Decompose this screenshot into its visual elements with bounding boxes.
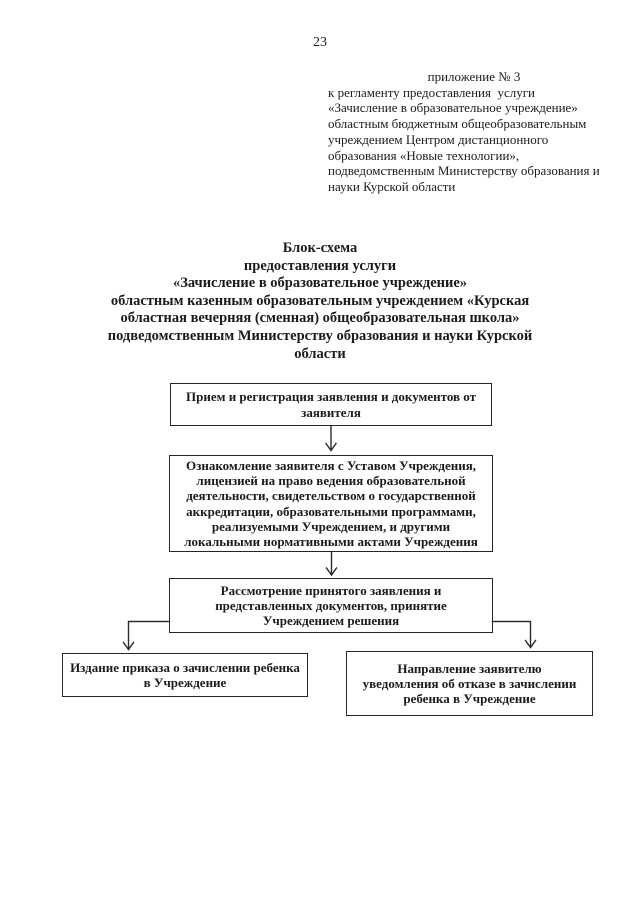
- flow-box-enrollment-order: Издание приказа о зачислении ребенка в У…: [62, 653, 308, 697]
- annex-header: приложение № 3 к регламенту предоставлен…: [328, 69, 620, 195]
- annex-line: подведомственным Министерству образовани…: [328, 163, 600, 179]
- flow-box-review-decision: Рассмотрение принятого заявления и предс…: [169, 578, 493, 633]
- page-title-line: Блок-схема: [282, 240, 358, 256]
- page-title-line: областная вечерняя (сменная) общеобразов…: [120, 310, 520, 327]
- page-title-line: «Зачисление в образовательное учреждение…: [172, 275, 468, 292]
- annex-line: учреждением Центром дистанционного: [328, 131, 549, 147]
- arrow-box1-to-box2: [325, 425, 337, 452]
- page-title-line: области: [294, 345, 346, 362]
- flow-box-familiarization: Ознакомление заявителя с Уставом Учрежде…: [169, 455, 493, 552]
- annex-line: приложение № 3: [427, 69, 521, 84]
- page-number: 23: [313, 35, 327, 50]
- annex-line: «Зачисление в образовательное учреждение…: [328, 100, 578, 116]
- annex-line: образования «Новые технологии»,: [328, 147, 520, 163]
- page-title-line: областным казенным образовательным учреж…: [110, 292, 530, 309]
- annex-line: областным бюджетным общеобразовательным: [328, 116, 587, 132]
- page-title-line: предоставления услуги: [243, 257, 397, 274]
- flow-box-refusal-notice: Направление заявителю уведомления об отк…: [346, 651, 593, 716]
- arrow-box3-to-box5: [491, 620, 537, 649]
- flow-box-reception: Прием и регистрация заявления и документ…: [170, 383, 492, 426]
- page-title: Блок-схема предоставления услуги «Зачисл…: [0, 240, 640, 363]
- page-title-line: подведомственным Министерству образовани…: [107, 327, 533, 344]
- arrow-box2-to-box3: [325, 551, 338, 577]
- annex-line: науки Курской области: [328, 178, 456, 194]
- annex-line: к регламенту предоставления услуги: [328, 84, 536, 100]
- arrow-box3-to-box4: [122, 620, 171, 651]
